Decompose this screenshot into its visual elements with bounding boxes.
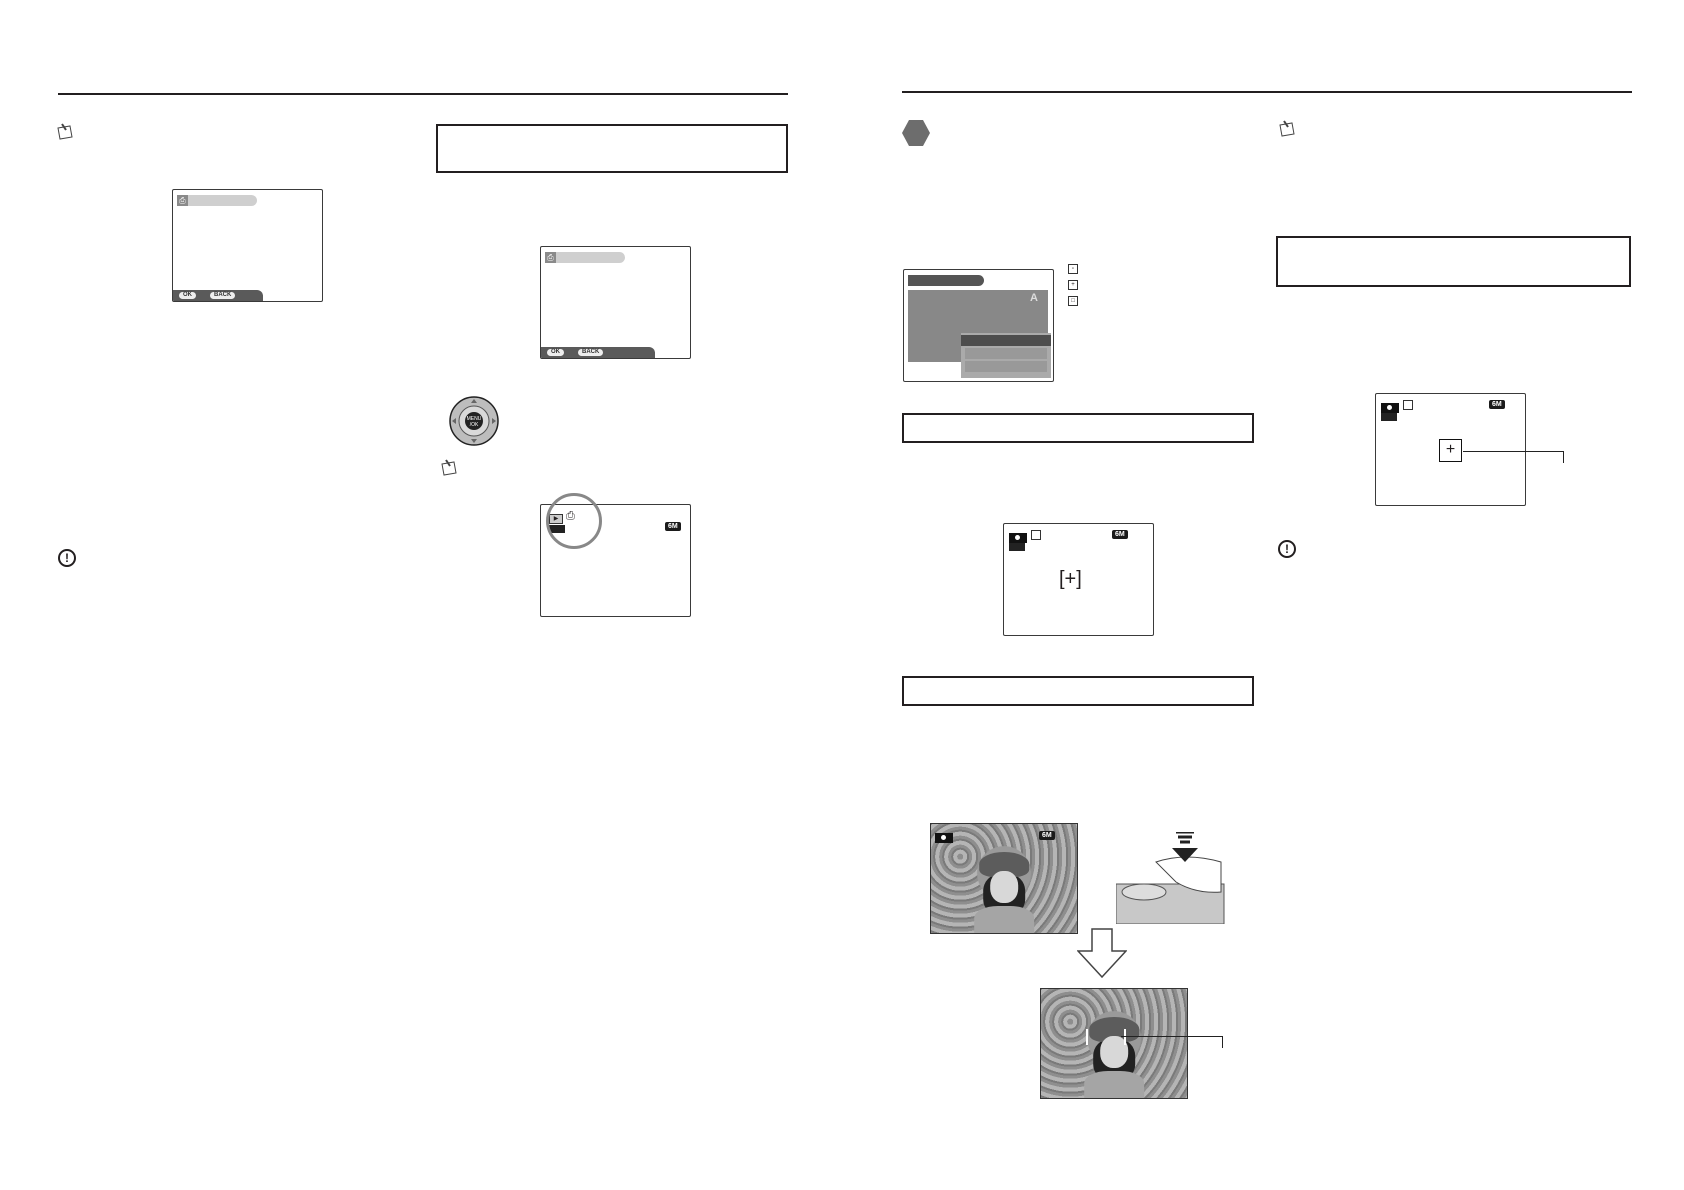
af-frame-plus-icon: [+]	[1059, 568, 1082, 590]
af-lock-frame	[1086, 1029, 1126, 1045]
portrait-photo-before: 6M	[930, 823, 1078, 934]
camera-mode-icon	[1381, 403, 1399, 413]
callout-line-tick	[1563, 451, 1564, 463]
lcd-title-bar: ⎙	[177, 195, 257, 206]
hexagon-marker	[902, 120, 930, 146]
down-arrow-icon	[1077, 928, 1127, 978]
submenu-center-af[interactable]	[961, 335, 1051, 346]
dpad-menu-ok-icon[interactable]: MENU /OK	[449, 396, 499, 446]
quality-chip: 6M	[1112, 530, 1128, 539]
portrait-subject	[974, 852, 1034, 933]
print-icon: ⎙	[545, 252, 556, 263]
back-button[interactable]: BACK	[210, 292, 236, 299]
callout-line	[1463, 451, 1564, 452]
lcd-footer: OK BACK	[173, 290, 263, 301]
back-button[interactable]: BACK	[578, 349, 604, 356]
print-icon: ⎙	[177, 195, 188, 206]
menu-value: A	[1030, 292, 1038, 304]
menu-title-bar	[908, 275, 984, 286]
area-af-frame: +	[1439, 439, 1462, 462]
portrait-subject	[1084, 1017, 1144, 1098]
area-af-plus-icon: +	[1068, 280, 1078, 290]
exclamation-warning-icon: !	[1278, 540, 1296, 558]
lcd-print-menu-1: ⎙ OK BACK	[172, 189, 323, 302]
camera-mode-icon	[1009, 533, 1027, 543]
callout-line-tick	[1222, 1036, 1223, 1048]
lcd-print-menu-2: ⎙ OK BACK	[540, 246, 691, 359]
left-top-rule	[58, 93, 788, 95]
memo-note-icon	[1279, 120, 1295, 137]
submenu-multi-af[interactable]	[965, 348, 1047, 359]
quality-chip: 6M	[665, 522, 681, 531]
heading-box-right-col	[1276, 236, 1631, 287]
memo-note-icon	[57, 123, 73, 140]
portrait-photo-after	[1040, 988, 1188, 1099]
ok-button[interactable]: OK	[179, 292, 196, 299]
lcd-af-menu: A	[903, 269, 1054, 382]
lcd-footer: OK BACK	[541, 347, 655, 358]
heading-box-right-1	[902, 413, 1254, 443]
battery-icon	[1009, 543, 1025, 551]
submenu-area-af[interactable]	[965, 361, 1047, 372]
svg-text:MENU: MENU	[467, 416, 482, 422]
battery-icon	[1381, 413, 1397, 421]
camera-mode-icon	[935, 833, 953, 843]
quality-chip: 6M	[1489, 400, 1505, 409]
lcd-area-af-screen: 6M +	[1375, 393, 1526, 506]
quality-chip: 6M	[1039, 831, 1055, 840]
memo-note-icon	[441, 459, 457, 476]
lcd-title-bar: ⎙	[545, 252, 625, 263]
center-af-icon: ▫	[1068, 264, 1078, 274]
shutter-press-illustration	[1116, 832, 1225, 924]
right-top-rule	[902, 91, 1632, 93]
af-submenu[interactable]	[961, 333, 1051, 378]
lcd-playback-screen: ▶ ⎙ 6M	[540, 493, 691, 617]
ok-button[interactable]: OK	[547, 349, 564, 356]
af-mode-icon	[1031, 530, 1041, 540]
heading-box-right-2	[902, 676, 1254, 706]
multi-af-frame-icon: □	[1068, 296, 1078, 306]
lcd-af-frame-screen: 6M [+]	[1003, 523, 1154, 636]
exclamation-warning-icon: !	[58, 549, 76, 567]
af-mode-icon	[1403, 400, 1413, 410]
svg-text:/OK: /OK	[470, 422, 479, 428]
highlight-circle	[546, 493, 602, 549]
callout-line	[1121, 1036, 1223, 1037]
heading-box-left	[436, 124, 788, 173]
